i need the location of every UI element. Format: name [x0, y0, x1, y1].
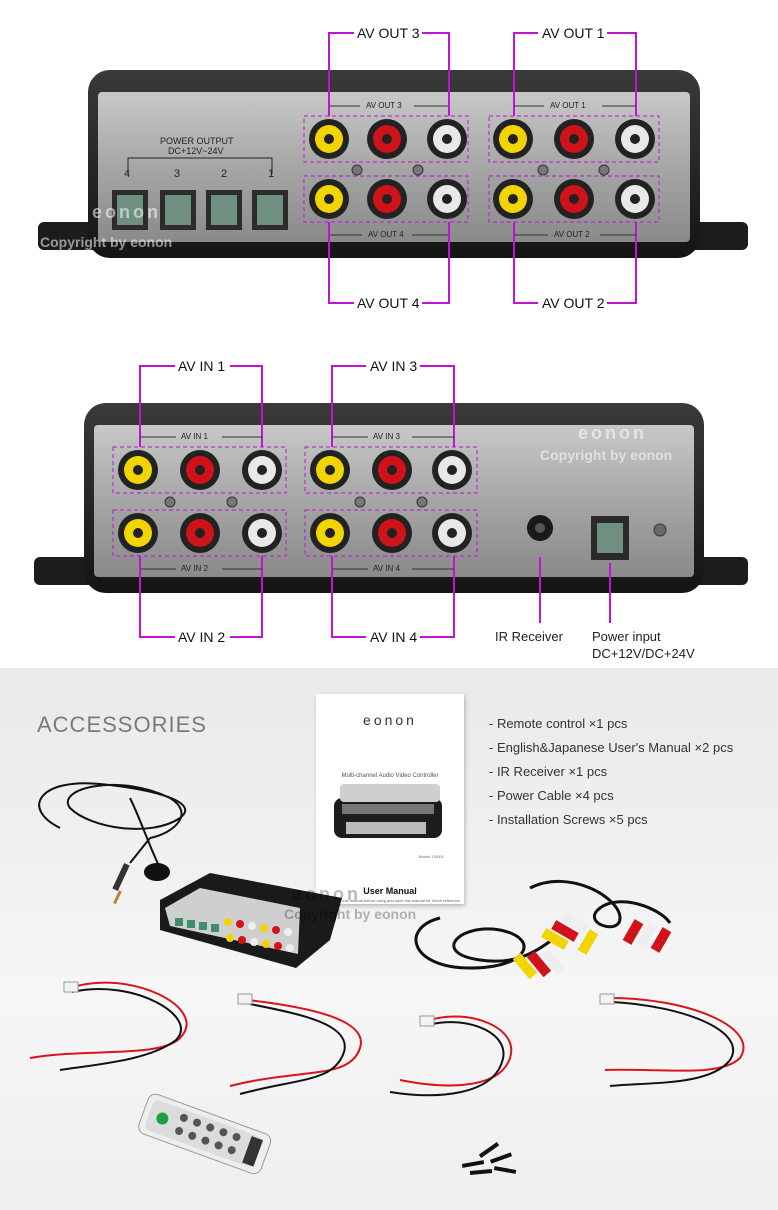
callout-av-out-3: AV OUT 3 [355, 25, 422, 41]
device-label-av-in-2: AV IN 2 [181, 564, 208, 573]
power-input-voltage: DC+12V/DC+24V [592, 646, 695, 661]
accessories-list: - Remote control ×1 pcs - English&Japane… [489, 712, 733, 832]
list-item: - Remote control ×1 pcs [489, 716, 628, 731]
device-label-av-out-3: AV OUT 3 [366, 101, 402, 110]
user-manual: eonon Multi-channel Audio Video Controll… [316, 694, 464, 904]
power-cable-1 [29, 981, 188, 1071]
ir-receiver-label: IR Receiver [495, 629, 563, 644]
callout-av-in-2: AV IN 2 [176, 629, 228, 645]
watermark-brand: eonon [578, 423, 647, 443]
manual-title: User Manual [363, 886, 417, 896]
power-port-number: 2 [221, 168, 228, 180]
accessories-title: ACCESSORIES [37, 712, 207, 737]
list-item: - English&Japanese User's Manual ×2 pcs [489, 740, 734, 755]
callout-lines [139, 365, 611, 638]
power-input-label: Power input [592, 629, 661, 644]
callout-av-out-1: AV OUT 1 [540, 25, 607, 41]
watermark-brand: eonon [292, 884, 361, 904]
callout-av-out-2: AV OUT 2 [540, 295, 607, 311]
callout-av-in-3: AV IN 3 [368, 358, 420, 374]
manual-device-illustration [334, 784, 442, 838]
av-out-photo [38, 32, 748, 304]
av-cable-1-plugs [512, 912, 589, 980]
av-cable-1 [414, 916, 556, 970]
device-label-av-out-1: AV OUT 1 [550, 101, 586, 110]
device-label-av-out-2: AV OUT 2 [554, 230, 590, 239]
ir-sensor [144, 863, 170, 881]
list-item: - Power Cable ×4 pcs [489, 788, 614, 803]
ir-receiver-cable [38, 782, 187, 869]
power-output-title: POWER OUTPUT [160, 136, 234, 146]
watermark: Copyright by eonon [40, 234, 173, 250]
av-in-panel: AV IN 1 AV IN 3 AV IN 2 AV IN 4 AV IN 1 … [0, 335, 778, 668]
callout-av-in-4: AV IN 4 [368, 629, 420, 645]
device-label-av-out-4: AV OUT 4 [368, 230, 404, 239]
power-cable-2 [229, 999, 362, 1095]
device-label-av-in-3: AV IN 3 [373, 432, 400, 441]
manual-subtitle: Multi-channel Audio Video Controller [341, 773, 439, 779]
remote-control [138, 1093, 272, 1175]
callout-av-in-1: AV IN 1 [176, 358, 228, 374]
watermark-brand: eonon [92, 202, 161, 222]
rca-jacks-right [493, 119, 655, 219]
watermark: Copyright by eonon [540, 447, 673, 463]
callout-av-out-4: AV OUT 4 [355, 295, 422, 311]
installation-screws [461, 1142, 517, 1175]
av-cable-2 [529, 879, 672, 929]
av-out-panel: AV OUT 3 AV OUT 1 AV OUT 4 AV OUT 2 POWE… [0, 0, 778, 335]
power-port-number: 1 [268, 168, 275, 180]
rca-jacks-left [309, 119, 467, 219]
rca-jacks-in-left [118, 450, 282, 553]
accessories-photo [29, 782, 745, 1175]
rca-jacks-in-right [310, 450, 472, 553]
device-label-av-in-4: AV IN 4 [373, 564, 400, 573]
power-port-number: 3 [174, 168, 181, 180]
accessories-panel: ACCESSORIES - Remote control ×1 pcs - En… [0, 668, 778, 1210]
power-output-ports [112, 190, 288, 230]
av-cable-2-plugs [577, 919, 672, 955]
manual-model: Model: G0001 [418, 854, 444, 859]
power-cable-4 [604, 997, 745, 1087]
list-item: - IR Receiver ×1 pcs [489, 764, 608, 779]
callout-lines [328, 32, 637, 304]
controller-box [160, 873, 342, 968]
manual-note: Please read this manual before using and… [319, 898, 461, 903]
watermark: Copyright by eonon [284, 906, 417, 922]
power-output-voltage: DC+12V~24V [168, 146, 224, 156]
power-cable-3 [389, 1015, 513, 1097]
list-item: - Installation Screws ×5 pcs [489, 812, 648, 827]
power-port-number: 4 [124, 168, 131, 180]
front-plate [98, 92, 690, 242]
manual-brand: eonon [363, 712, 417, 728]
device-label-av-in-1: AV IN 1 [181, 432, 208, 441]
av-in-photo [34, 365, 748, 638]
